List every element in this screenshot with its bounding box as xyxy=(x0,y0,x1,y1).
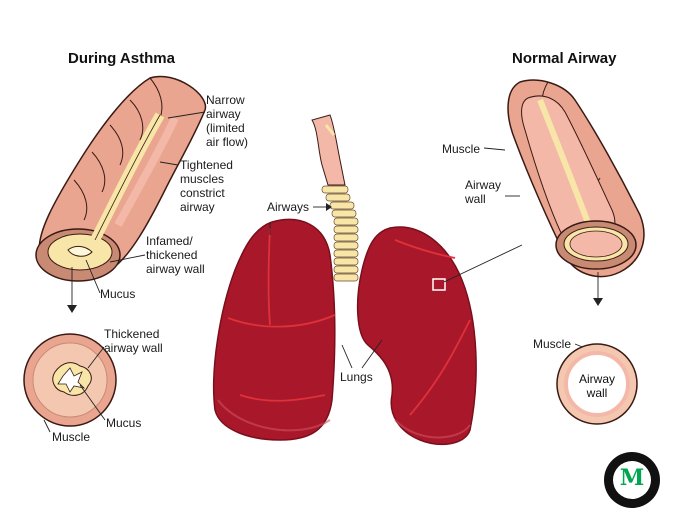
label-narrow-airway: Narrow airway (limited air flow) xyxy=(206,93,249,149)
center-leader-lines xyxy=(269,206,523,369)
logo-letter: M xyxy=(619,465,645,491)
marshall-logo xyxy=(604,452,660,508)
label-muscle-right-bottom: Muscle xyxy=(533,337,572,351)
label-airway-wall-right: Airway wall xyxy=(465,178,502,206)
right-arrow-down xyxy=(593,298,603,306)
normal-airway-tube xyxy=(507,79,645,278)
title-during-asthma: During Asthma xyxy=(68,50,175,67)
label-thickened-wall: Thickened airway wall xyxy=(104,327,163,355)
left-leader-lines xyxy=(71,111,206,308)
asthma-cross-section xyxy=(23,333,117,427)
trachea xyxy=(311,114,359,282)
airways-arrow xyxy=(326,203,332,211)
asthma-airway-tube xyxy=(35,75,207,282)
label-mucus-top: Mucus xyxy=(100,287,136,301)
label-tightened-muscles: Tightened muscles constrict airway xyxy=(180,158,233,214)
trachea-rings xyxy=(321,185,359,282)
cross-leader-lines xyxy=(43,346,106,433)
left-arrow-down xyxy=(67,305,77,313)
label-airway-wall-circle: Airway wall xyxy=(578,372,615,400)
label-lungs: Lungs xyxy=(340,370,373,384)
label-muscle-left: Muscle xyxy=(52,430,91,444)
normal-cross-section xyxy=(556,343,638,425)
label-muscle-right-top: Muscle xyxy=(442,142,481,156)
label-mucus-bottom: Mucus xyxy=(106,416,142,430)
label-inflamed-wall: Infamed/ thickened airway wall xyxy=(146,234,205,276)
label-airways: Airways xyxy=(267,200,310,214)
lungs xyxy=(212,218,477,446)
title-normal-airway: Normal Airway xyxy=(512,50,617,67)
